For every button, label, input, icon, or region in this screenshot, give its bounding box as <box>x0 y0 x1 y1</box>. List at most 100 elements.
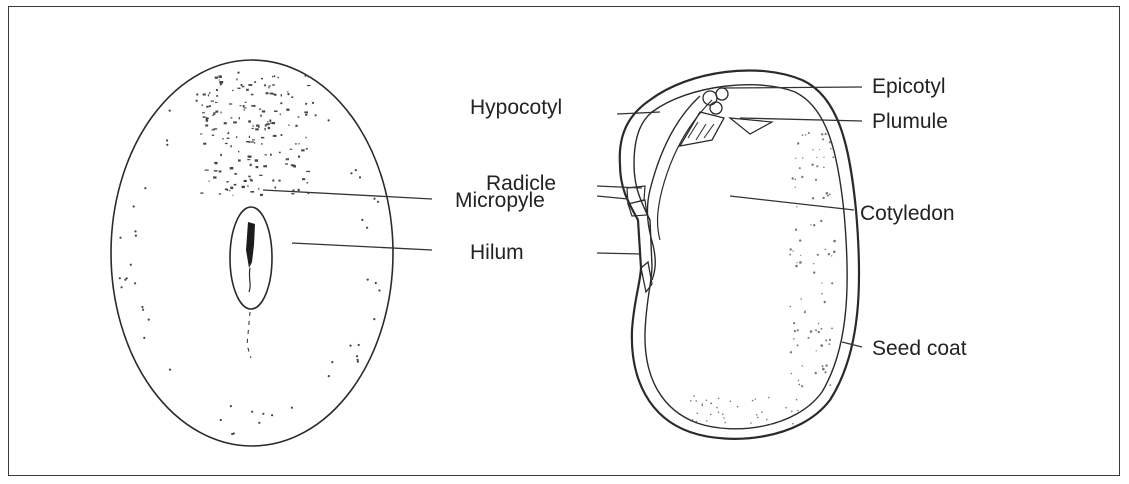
speckle <box>242 186 245 188</box>
stipple-dot <box>791 411 793 413</box>
speckle <box>206 106 209 108</box>
stipple-dot <box>808 337 810 339</box>
speckle <box>272 76 273 77</box>
speckle <box>142 309 144 311</box>
speckle <box>358 344 360 346</box>
speckle <box>126 277 128 279</box>
speckle <box>269 85 271 86</box>
speckle <box>246 89 249 91</box>
speckle <box>250 179 252 180</box>
stipple-dot <box>710 403 712 405</box>
speckle <box>222 138 224 139</box>
speckle <box>203 116 206 118</box>
speckle <box>135 235 137 237</box>
speckle <box>148 319 150 321</box>
cotyledon-stipple <box>690 132 836 425</box>
speckle <box>281 134 283 136</box>
speckle <box>252 139 255 140</box>
speckle <box>225 143 228 144</box>
stipple-dot <box>800 298 802 300</box>
speckle <box>196 100 198 102</box>
speckle <box>166 139 168 141</box>
speckle <box>357 361 359 363</box>
speckle <box>238 151 239 153</box>
speckle <box>250 180 253 182</box>
label-hypocotyl: Hypocotyl <box>470 96 562 119</box>
speckle <box>251 94 253 96</box>
speckle <box>366 227 368 229</box>
speckle <box>261 137 264 139</box>
speckle <box>367 279 369 281</box>
speckle <box>258 422 260 424</box>
stipple-dot <box>818 331 820 333</box>
stipple-dot <box>831 282 833 284</box>
stipple-dot <box>829 384 831 386</box>
speckle <box>134 230 136 232</box>
stipple-dot <box>706 400 708 402</box>
stipple-dot <box>810 330 813 333</box>
stipple-dot <box>798 384 800 386</box>
speckle <box>262 413 264 415</box>
stipple-dot <box>794 330 796 332</box>
speckle <box>211 129 214 130</box>
stipple-dot <box>768 397 770 399</box>
speckle <box>291 407 293 409</box>
speckle <box>119 237 121 239</box>
speckle <box>264 128 265 130</box>
speckle <box>308 76 309 78</box>
stipple-dot <box>693 395 695 397</box>
stipple-dot <box>789 254 791 256</box>
speckle <box>305 75 307 77</box>
speckle <box>312 102 314 104</box>
hilum-leader-left <box>292 243 432 250</box>
stipple-dot <box>790 351 792 353</box>
stipple-dot <box>791 373 793 375</box>
speckle <box>279 152 281 154</box>
speckle <box>215 111 218 113</box>
speckle <box>287 93 289 95</box>
speckle <box>295 143 297 144</box>
speckle <box>226 181 228 182</box>
speckle <box>248 156 252 158</box>
speckle <box>209 105 211 107</box>
speckle <box>255 159 258 161</box>
stipple-dot <box>820 344 823 347</box>
stipple-dot <box>750 422 752 424</box>
stipple-dot <box>801 385 803 387</box>
speckle <box>248 176 250 178</box>
stipple-dot <box>825 249 827 251</box>
speckle <box>242 86 245 87</box>
speckle <box>219 80 220 81</box>
speckle <box>279 180 281 182</box>
speckle <box>166 144 168 146</box>
stipple-dot <box>804 311 806 313</box>
speckle <box>224 122 227 124</box>
speckle <box>250 191 254 193</box>
stipple-dot <box>822 197 824 199</box>
speckle <box>203 94 206 96</box>
speckle <box>232 195 233 196</box>
plumule-cluster <box>680 88 772 146</box>
speckle <box>247 186 249 187</box>
speckle <box>280 102 282 104</box>
speckle <box>216 89 218 91</box>
stipple-dot <box>718 398 720 400</box>
stipple-dot <box>766 419 768 421</box>
speckle <box>256 125 259 127</box>
speckle <box>247 159 250 160</box>
stipple-dot <box>815 179 817 181</box>
speckle <box>355 169 357 171</box>
stipple-dot <box>793 322 795 324</box>
speckle <box>219 193 221 194</box>
stipple-dot <box>802 157 803 158</box>
speckle <box>267 121 268 122</box>
speckle <box>230 145 231 147</box>
stipple-dot <box>813 164 814 165</box>
speckle <box>230 117 232 118</box>
speckle <box>234 173 236 175</box>
speckle <box>240 84 242 86</box>
stipple-dot <box>702 405 704 407</box>
speckle <box>270 93 274 95</box>
stipple-dot <box>813 224 815 226</box>
stipple-dot <box>737 406 739 408</box>
